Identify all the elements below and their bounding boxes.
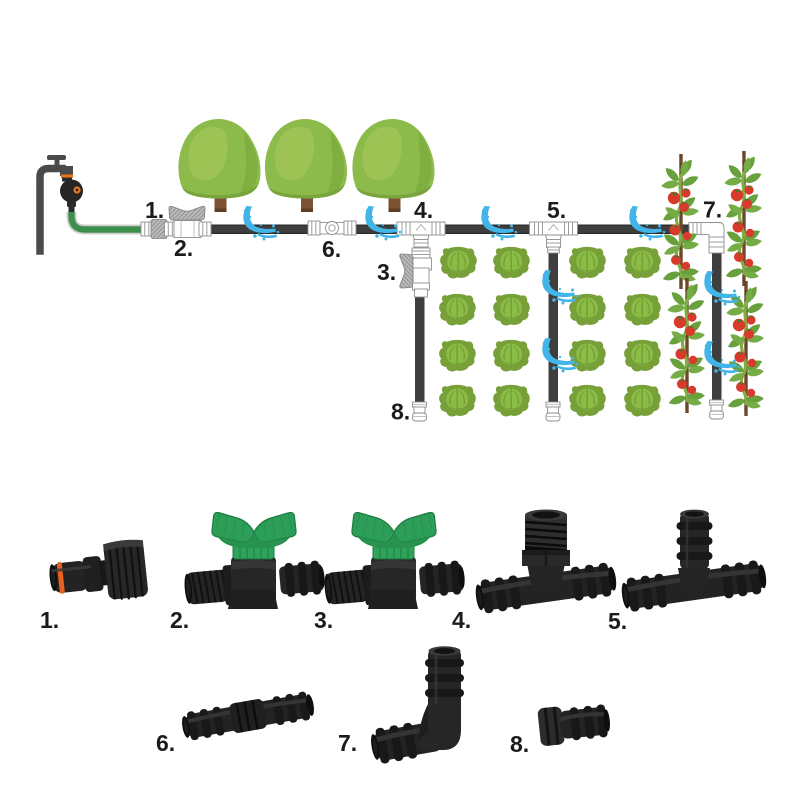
svg-text:1.: 1. bbox=[145, 197, 164, 223]
svg-text:8.: 8. bbox=[391, 399, 410, 425]
svg-text:1.: 1. bbox=[40, 607, 59, 633]
svg-text:2.: 2. bbox=[174, 235, 193, 261]
svg-text:5.: 5. bbox=[608, 608, 627, 634]
svg-text:4.: 4. bbox=[414, 197, 433, 223]
svg-text:8.: 8. bbox=[510, 731, 529, 757]
svg-text:4.: 4. bbox=[452, 607, 471, 633]
svg-text:2.: 2. bbox=[170, 607, 189, 633]
svg-text:3.: 3. bbox=[377, 259, 396, 285]
svg-text:7.: 7. bbox=[338, 730, 357, 756]
svg-text:6.: 6. bbox=[156, 730, 175, 756]
svg-text:5.: 5. bbox=[547, 197, 566, 223]
svg-text:3.: 3. bbox=[314, 607, 333, 633]
svg-text:6.: 6. bbox=[322, 236, 341, 262]
svg-text:7.: 7. bbox=[703, 197, 722, 223]
